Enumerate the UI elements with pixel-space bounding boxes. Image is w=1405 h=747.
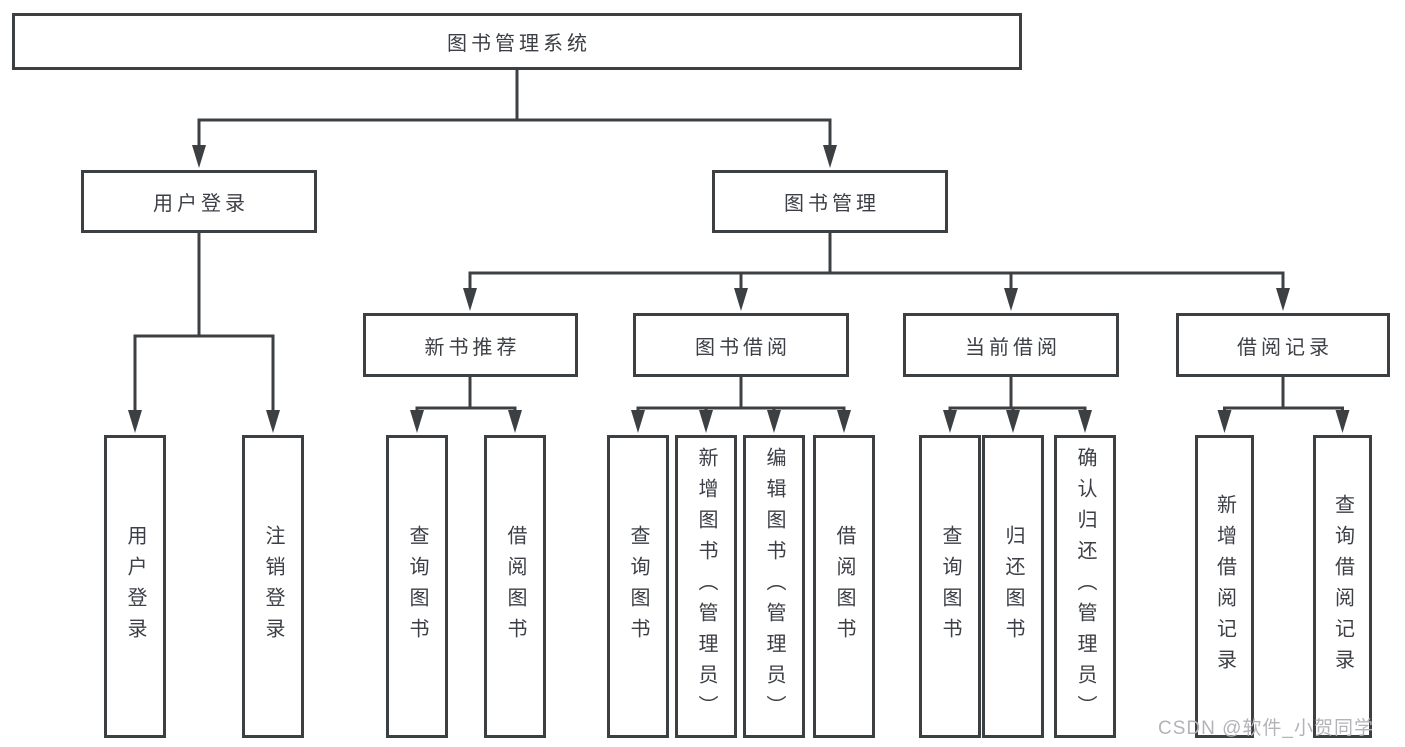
arrowheads-book-mgmt-to-level3 [463, 288, 1290, 311]
connector-book-mgmt-to-level3 [468, 233, 1285, 292]
node-new-book-recommend: 新书推荐 [363, 313, 578, 377]
leaf-borrow-query-book-label: 查询图书 [627, 524, 649, 649]
connector-new-book-to-leaves [415, 377, 517, 418]
leaf-edit-book-admin-label: 编辑图书（管理员） [763, 447, 785, 726]
arrowheads-borrow-records-to-leaves [1217, 410, 1350, 433]
node-user-login: 用户登录 [81, 170, 317, 233]
leaf-add-borrow-record: 新增借阅记录 [1195, 435, 1254, 738]
node-borrowing-records-label: 借阅记录 [1237, 336, 1333, 359]
leaf-add-book-admin-label: 新增图书（管理员） [695, 447, 717, 726]
leaf-confirm-return-admin: 确认归还（管理员） [1054, 435, 1116, 738]
leaf-current-query-book-label: 查询图书 [939, 524, 961, 649]
node-user-login-label: 用户登录 [153, 193, 249, 215]
arrowheads-new-book-to-leaves [410, 410, 522, 433]
node-current-borrowing: 当前借阅 [903, 313, 1119, 377]
leaf-logout: 注销登录 [242, 435, 304, 738]
leaf-logout-label: 注销登录 [262, 524, 284, 649]
node-book-borrowing: 图书借阅 [633, 313, 849, 377]
connector-user-login-to-leaves [133, 233, 275, 414]
node-root-system: 图书管理系统 [12, 13, 1022, 70]
node-borrowing-records: 借阅记录 [1176, 313, 1390, 377]
leaf-query-borrow-record-label: 查询借阅记录 [1331, 493, 1354, 680]
leaf-recommend-query-book: 查询图书 [386, 435, 448, 738]
connector-book-borrow-to-leaves [636, 377, 846, 418]
arrowheads-book-borrow-to-leaves [631, 410, 851, 433]
arrowheads-root-to-level2 [192, 145, 837, 168]
leaf-confirm-return-admin-label: 确认归还（管理员） [1074, 447, 1096, 726]
leaf-user-login: 用户登录 [104, 435, 166, 738]
arrowheads-current-borrow-to-leaves [943, 410, 1092, 433]
leaf-edit-book-admin: 编辑图书（管理员） [743, 435, 805, 738]
leaf-recommend-query-book-label: 查询图书 [406, 524, 428, 649]
leaf-user-login-label: 用户登录 [124, 524, 146, 649]
leaf-borrow-book-label: 借阅图书 [833, 524, 855, 649]
leaf-recommend-borrow-book-label: 借阅图书 [504, 524, 526, 649]
connector-root-to-level2 [197, 70, 832, 150]
node-current-borrowing-label: 当前借阅 [965, 336, 1061, 359]
leaf-query-borrow-record: 查询借阅记录 [1313, 435, 1372, 738]
leaf-recommend-borrow-book: 借阅图书 [484, 435, 546, 738]
leaf-current-query-book: 查询图书 [919, 435, 981, 738]
leaf-borrow-query-book: 查询图书 [607, 435, 669, 738]
node-new-book-recommend-label: 新书推荐 [424, 336, 521, 359]
arrowheads-user-login-to-leaves [128, 410, 280, 433]
node-root-label: 图书管理系统 [447, 33, 591, 55]
leaf-return-book-label: 归还图书 [1002, 524, 1024, 649]
connector-borrow-records-to-leaves [1223, 377, 1344, 418]
node-book-management-label: 图书管理 [784, 193, 880, 215]
leaf-add-borrow-record-label: 新增借阅记录 [1213, 493, 1236, 680]
leaf-return-book: 归还图书 [982, 435, 1044, 738]
node-book-management: 图书管理 [712, 170, 948, 233]
leaf-add-book-admin: 新增图书（管理员） [675, 435, 737, 738]
csdn-watermark: CSDN @软件_小贺同学 [1158, 718, 1374, 739]
leaf-borrow-book: 借阅图书 [813, 435, 875, 738]
node-book-borrowing-label: 图书借阅 [695, 336, 791, 359]
